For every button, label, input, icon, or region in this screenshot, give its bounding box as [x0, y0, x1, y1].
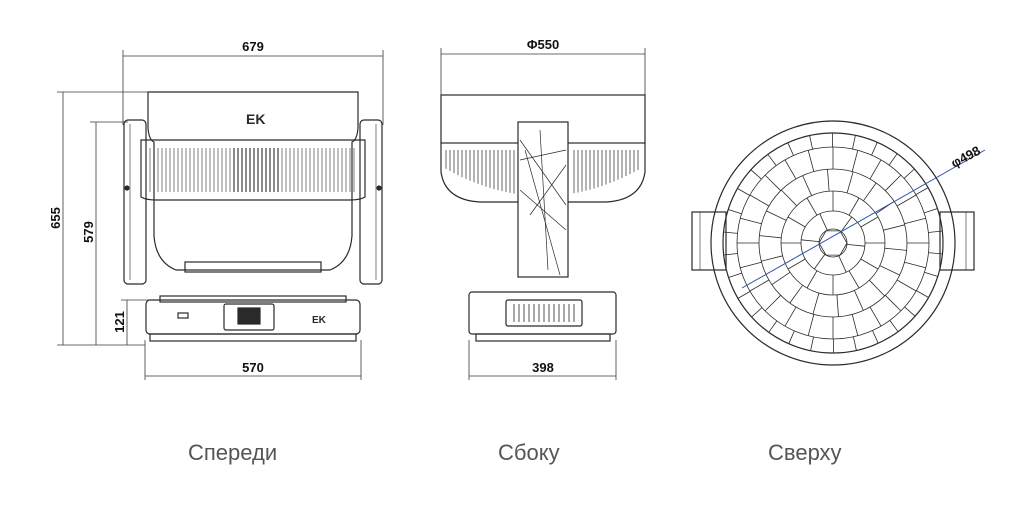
top-handle-right [939, 211, 975, 271]
front-base-foot-plate [149, 333, 357, 342]
dim-570-label: 570 [242, 360, 264, 375]
front-base-width-dimension: 570 [144, 340, 362, 380]
dim-550-label: Φ550 [527, 37, 559, 52]
side-view: Φ550 398 [440, 37, 646, 380]
top-handle-left [691, 211, 727, 271]
side-yoke-lines [519, 129, 567, 276]
side-base-panel [505, 299, 583, 327]
front-yoke-arm-left [123, 119, 147, 285]
front-fan-grille [140, 139, 366, 201]
front-base-logo: EK [312, 315, 327, 326]
caption-front: Спереди [188, 440, 278, 465]
front-display [237, 307, 261, 325]
front-logo: EK [246, 111, 265, 127]
front-lower-bar [184, 261, 322, 273]
front-height-base-dimension: 121 [112, 299, 150, 345]
caption-side: Сбоку [498, 440, 560, 465]
front-height-total-dimension: 655 [48, 91, 148, 346]
top-inner-ring [722, 132, 944, 354]
dim-655-label: 655 [48, 207, 63, 229]
top-view: φ498 [691, 120, 986, 366]
top-led-lens-array [723, 133, 943, 353]
side-base-width-dimension: 398 [468, 340, 617, 380]
dim-679-label: 679 [242, 39, 264, 54]
side-base-vents [513, 304, 575, 322]
front-width-dimension: 679 [122, 39, 384, 125]
dim-498-label: φ498 [948, 143, 982, 171]
front-base-top [159, 295, 347, 303]
side-yoke-arm [517, 121, 569, 278]
front-fan-fins [149, 148, 355, 192]
caption-top: Сверху [768, 440, 842, 465]
side-diameter-dimension: Φ550 [440, 37, 646, 95]
front-height-head-dimension: 579 [81, 121, 128, 345]
top-outer-ring [710, 120, 956, 366]
dim-121-label: 121 [112, 311, 127, 333]
dim-398-label: 398 [532, 360, 554, 375]
side-base [468, 291, 617, 335]
front-control-panel [223, 303, 275, 331]
side-fan-fins [445, 150, 639, 194]
front-yoke-arm-right [359, 119, 383, 285]
dim-579-label: 579 [81, 221, 96, 243]
front-view: 679 655 579 121 570 [48, 39, 384, 380]
top-diameter-dimension: φ498 [741, 143, 986, 289]
front-port [177, 312, 189, 319]
side-base-foot-plate [475, 333, 611, 342]
